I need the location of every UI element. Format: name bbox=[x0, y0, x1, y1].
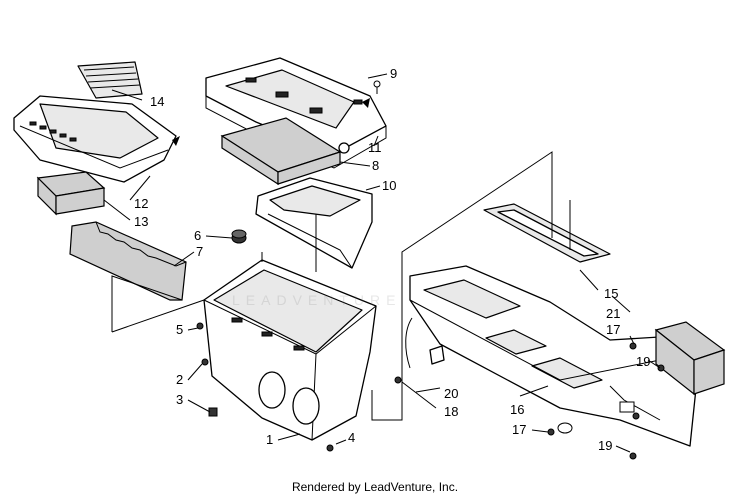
callout-3: 3 bbox=[176, 392, 183, 407]
callout-21: 21 bbox=[606, 306, 620, 321]
callout-9: 9 bbox=[390, 66, 397, 81]
part-7-foam-strip bbox=[69, 221, 187, 301]
callout-18: 18 bbox=[444, 404, 458, 419]
part-12-airbox-lid bbox=[13, 95, 180, 183]
part-14-filter-element bbox=[77, 61, 143, 99]
callout-2: 2 bbox=[176, 372, 183, 387]
part-10-intake-cover bbox=[255, 177, 373, 269]
part-1-airbox-housing bbox=[203, 252, 377, 441]
part-21-foam-block bbox=[654, 321, 726, 396]
callout-7: 7 bbox=[196, 244, 203, 259]
fastener-group-right bbox=[394, 342, 665, 460]
callout-6: 6 bbox=[194, 228, 201, 243]
callout-17-upper: 17 bbox=[606, 322, 620, 337]
callout-17-lower: 17 bbox=[512, 422, 526, 437]
reference-lines bbox=[111, 151, 571, 421]
callout-14: 14 bbox=[150, 94, 164, 109]
callout-20: 20 bbox=[444, 386, 458, 401]
part-8-foam-pad bbox=[220, 117, 342, 186]
part-9-screw bbox=[373, 80, 381, 94]
callout-10: 10 bbox=[382, 178, 396, 193]
callout-5: 5 bbox=[176, 322, 183, 337]
callout-4: 4 bbox=[348, 430, 355, 445]
callout-1: 1 bbox=[266, 432, 273, 447]
callout-19-upper: 19 bbox=[636, 354, 650, 369]
part-13-foam-block bbox=[36, 171, 106, 216]
part-15-gasket bbox=[483, 203, 611, 263]
fastener-group-left bbox=[196, 322, 334, 452]
callout-8: 8 bbox=[372, 158, 379, 173]
callout-labels: 14 12 13 9 11 8 10 6 7 5 2 3 1 4 15 21 1… bbox=[134, 66, 650, 453]
callout-11: 11 bbox=[368, 140, 382, 155]
callout-16: 16 bbox=[510, 402, 524, 417]
callout-12: 12 bbox=[134, 196, 148, 211]
part-6-cap bbox=[231, 229, 247, 244]
footer-credit: Rendered by LeadVenture, Inc. bbox=[291, 480, 459, 494]
watermark-text: LEADVENTURE bbox=[232, 292, 402, 308]
callout-19-lower: 19 bbox=[598, 438, 612, 453]
callout-13: 13 bbox=[134, 214, 148, 229]
part-20-hose bbox=[405, 317, 445, 369]
leader-lines bbox=[103, 73, 661, 453]
callout-15: 15 bbox=[604, 286, 618, 301]
